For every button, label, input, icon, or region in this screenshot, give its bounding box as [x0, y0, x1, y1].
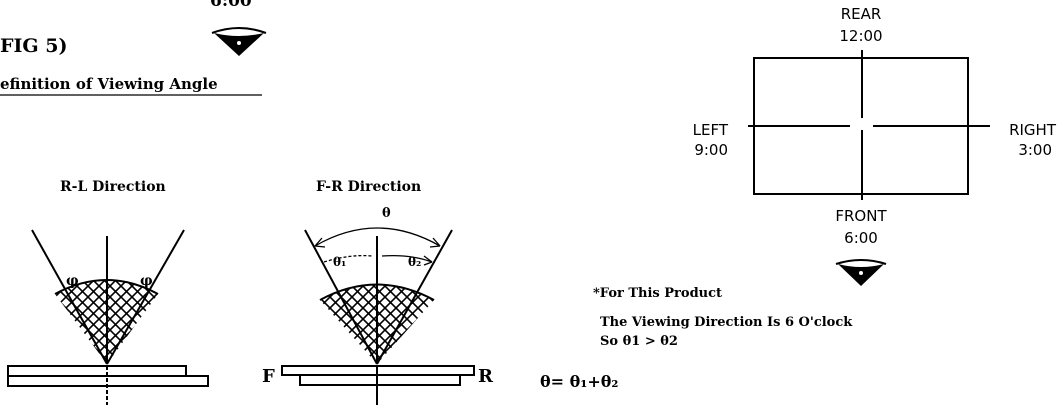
- rear-label: REAR: [841, 5, 882, 23]
- theta-sub-arcs: [323, 254, 433, 266]
- rear-time: 12:00: [839, 27, 882, 45]
- fr-diagram-title: F-R Direction: [316, 179, 421, 195]
- front-f-label: F: [262, 366, 275, 387]
- note-theta-relation: So θ1 > θ2: [600, 334, 678, 349]
- theta-arc: [314, 227, 441, 248]
- page-title: efinition of Viewing Angle: [0, 75, 218, 93]
- left-label: LEFT: [693, 121, 729, 139]
- rl-viewing-cone: [31, 229, 185, 365]
- left-time: 9:00: [694, 141, 728, 159]
- figure-label: FIG 5): [0, 35, 67, 57]
- right-label: RIGHT: [1009, 121, 1057, 139]
- phi-left-label: φ: [66, 273, 79, 289]
- theta2-label: θ₂: [408, 255, 421, 269]
- note-heading: *For This Product: [593, 286, 722, 301]
- right-time: 3:00: [1018, 141, 1052, 159]
- theta-label: θ: [382, 206, 391, 221]
- fr-panel: [281, 365, 475, 405]
- eye-icon: [835, 259, 887, 286]
- fr-viewing-cone: [304, 229, 453, 365]
- rl-panel: [7, 365, 209, 405]
- phi-right-label: φ: [140, 273, 153, 289]
- rear-r-label: R: [478, 366, 494, 387]
- top-time-fragment: 6:00: [210, 0, 252, 11]
- theta1-label: θ₁: [333, 255, 346, 269]
- front-label: FRONT: [835, 207, 887, 225]
- rl-diagram-title: R-L Direction: [60, 179, 166, 195]
- front-time: 6:00: [844, 229, 878, 247]
- theta-formula: θ= θ₁+θ₂: [540, 372, 618, 391]
- eye-icon: [211, 27, 267, 56]
- note-viewing-direction: The Viewing Direction Is 6 O'clock: [600, 315, 853, 330]
